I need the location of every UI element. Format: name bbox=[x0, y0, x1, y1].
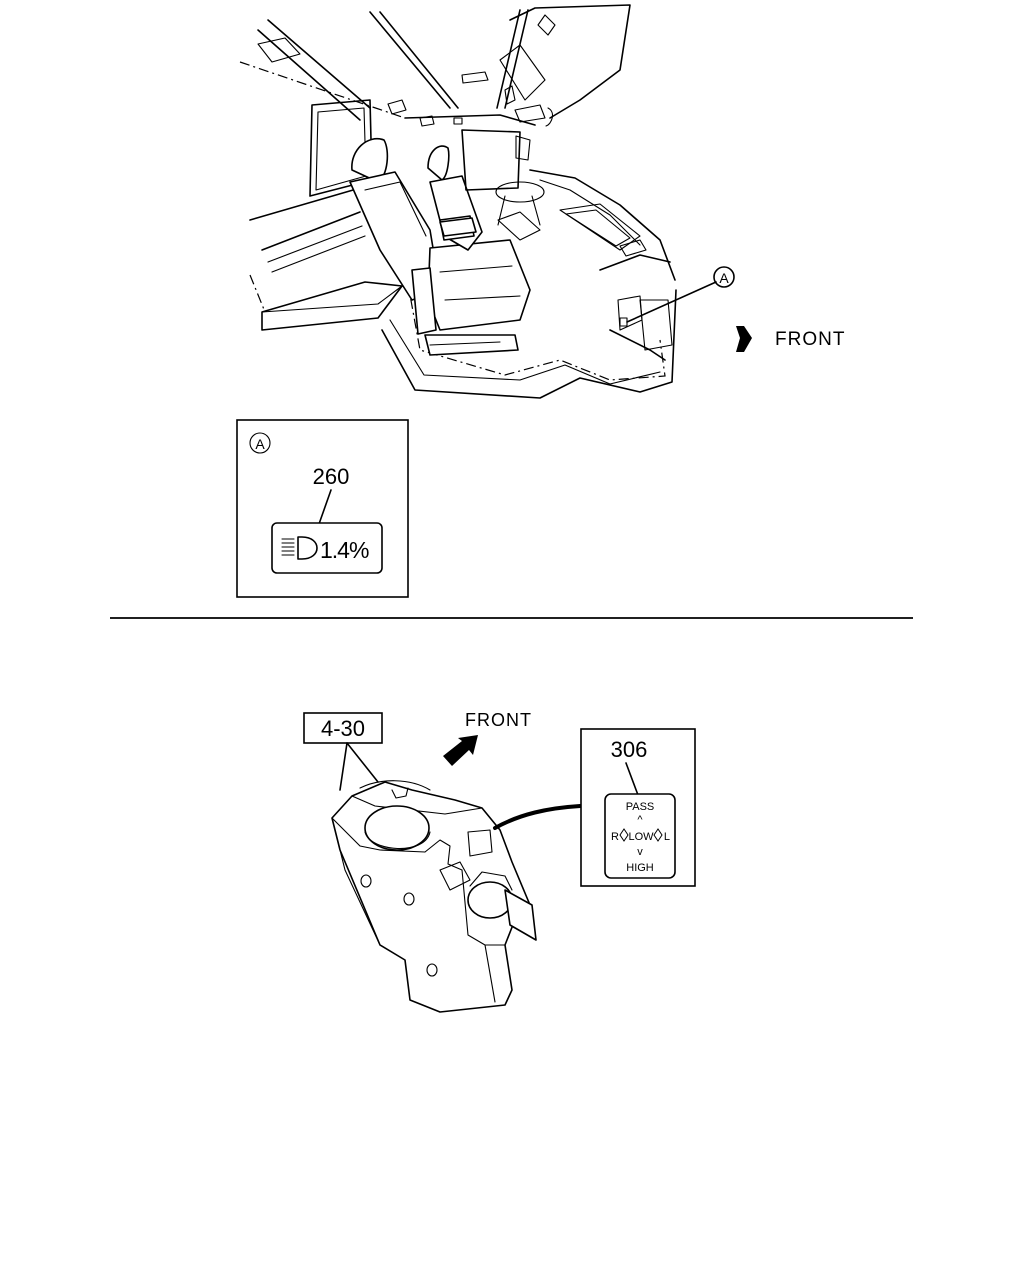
down-chevron-icon: v bbox=[637, 846, 643, 858]
part-number-260: 260 bbox=[313, 464, 350, 489]
reference-4-30: 4-30 bbox=[303, 712, 383, 791]
direction-arrow-icon bbox=[443, 735, 478, 766]
front-label: FRONT bbox=[775, 329, 845, 350]
cab-interior-illustration: A bbox=[239, 4, 735, 399]
part-number-306: 306 bbox=[611, 737, 648, 762]
detail-a-panel: A 260 1.4% bbox=[236, 419, 409, 598]
right-turn-label: R bbox=[611, 831, 619, 843]
leveling-percent-text: 1.4% bbox=[320, 537, 369, 563]
left-indicator-icon bbox=[619, 828, 629, 842]
callout-a-label: A bbox=[719, 270, 729, 286]
low-beam-label: LOW bbox=[628, 831, 654, 843]
light-switch-label-plate bbox=[604, 793, 676, 879]
pass-label: PASS bbox=[626, 801, 655, 813]
left-turn-label: L bbox=[664, 831, 670, 843]
headlight-icon bbox=[281, 536, 318, 560]
headlight-leveling-switch bbox=[271, 522, 383, 574]
detail-306-panel: 306 PASS ^ R LOW L v HIGH bbox=[580, 728, 696, 887]
reference-number-label: 4-30 bbox=[321, 716, 365, 741]
combination-switch-housing bbox=[331, 780, 582, 1013]
detail-a-label: A bbox=[255, 436, 265, 452]
direction-arrow-icon bbox=[736, 326, 752, 352]
up-chevron-icon: ^ bbox=[637, 814, 643, 826]
right-indicator-icon bbox=[653, 828, 663, 842]
front-direction-indicator: FRONT bbox=[736, 326, 845, 352]
high-beam-label: HIGH bbox=[626, 862, 654, 874]
front-label-lower: FRONT bbox=[465, 710, 532, 730]
front-direction-indicator-lower: FRONT bbox=[443, 710, 532, 766]
